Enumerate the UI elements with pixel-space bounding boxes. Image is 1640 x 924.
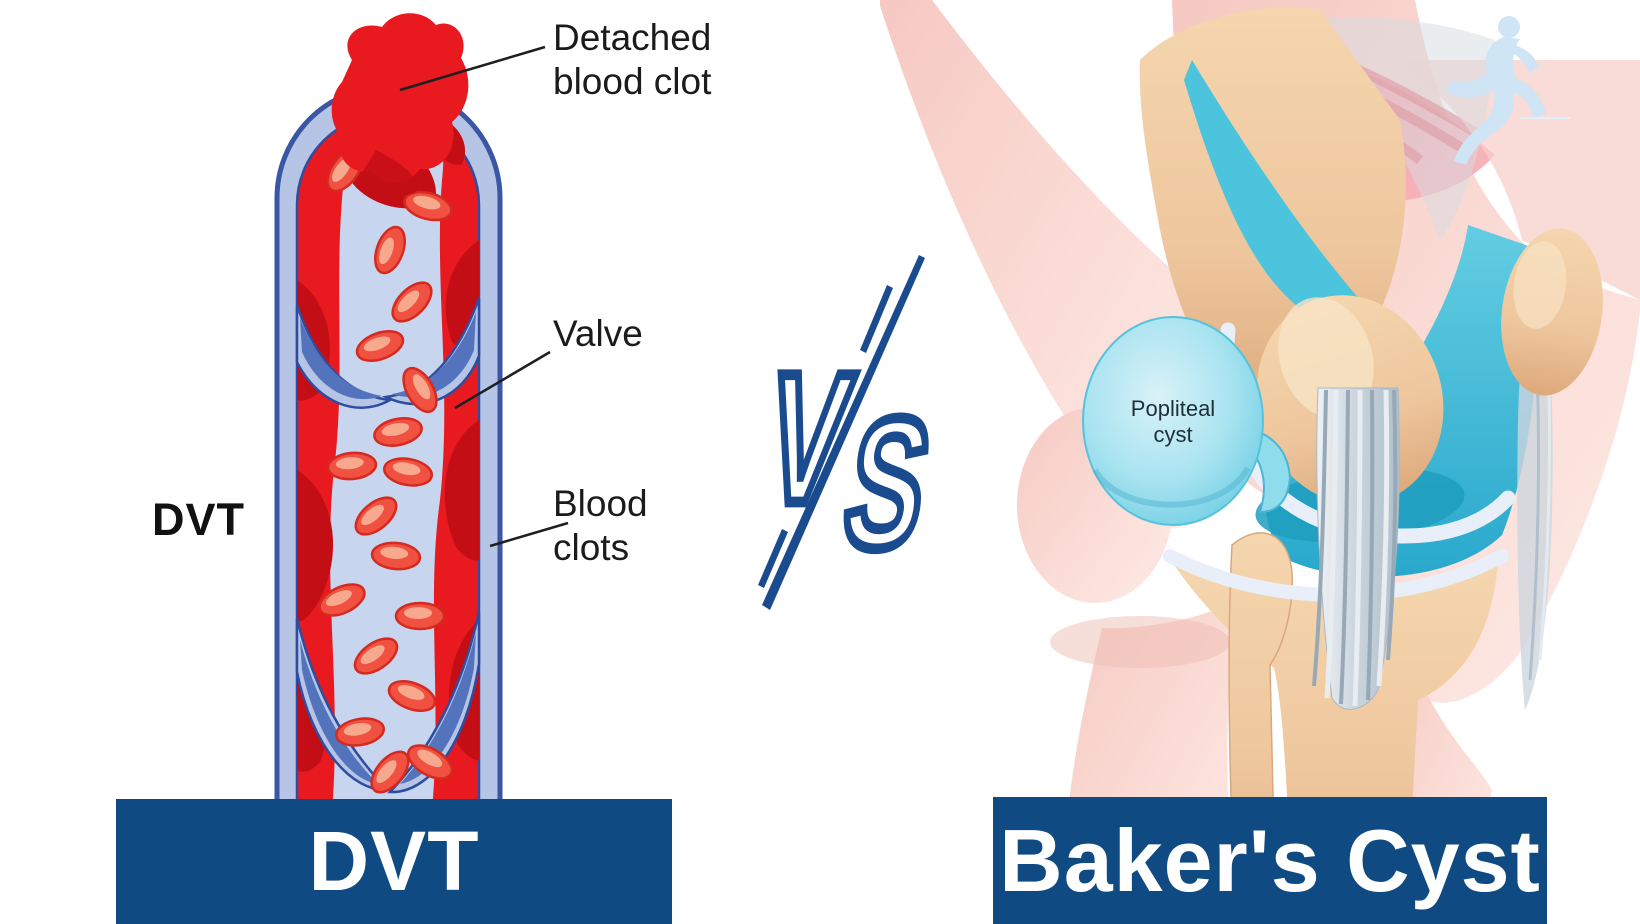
tibia-bone (1172, 562, 1498, 924)
valve-label: Valve (553, 313, 643, 354)
vs-main-slash (762, 255, 925, 610)
calf-shadow (1050, 616, 1230, 668)
valve-bottom-left-flap (300, 640, 378, 784)
popliteal-cyst-shape (1082, 316, 1264, 526)
patella-highlight (1513, 241, 1567, 329)
ligament-fibers (1312, 387, 1400, 710)
detached-clot-shape (331, 13, 469, 183)
watermark-underline (1520, 117, 1570, 119)
runner-silhouette (1445, 16, 1546, 165)
vein-illustration (274, 13, 569, 810)
ligament-striations (1312, 389, 1398, 707)
dvt-banner: DVT (116, 799, 672, 924)
bakers-cyst-banner: Baker's Cyst (993, 797, 1547, 924)
dvt-banner-label: DVT (308, 814, 480, 908)
bakers-cyst-banner-label: Baker's Cyst (999, 810, 1541, 910)
vs-accent-slash-top (860, 285, 893, 353)
valve-left-flap (300, 318, 382, 400)
valve-mid (295, 297, 481, 409)
vs-accent-slash-bottom (758, 529, 788, 588)
detached-clot-shadow (360, 150, 417, 197)
dvt-side-label: DVT (152, 494, 245, 545)
cyst-bottom-shade (1092, 466, 1251, 508)
synovial-strip (1184, 60, 1385, 339)
runner-watermark-icon (1445, 16, 1570, 165)
vs-divider-logo: V S (748, 255, 948, 610)
red-blood-cells (318, 142, 454, 794)
popliteal-cyst-label: Popliteal cyst (1130, 396, 1216, 447)
callout-leader-lines (399, 45, 569, 548)
blood-clots-label: Blood clots (553, 483, 648, 568)
valve-right-flap (392, 312, 476, 398)
detached-blood-clot-label: Detached blood clot (553, 17, 712, 102)
